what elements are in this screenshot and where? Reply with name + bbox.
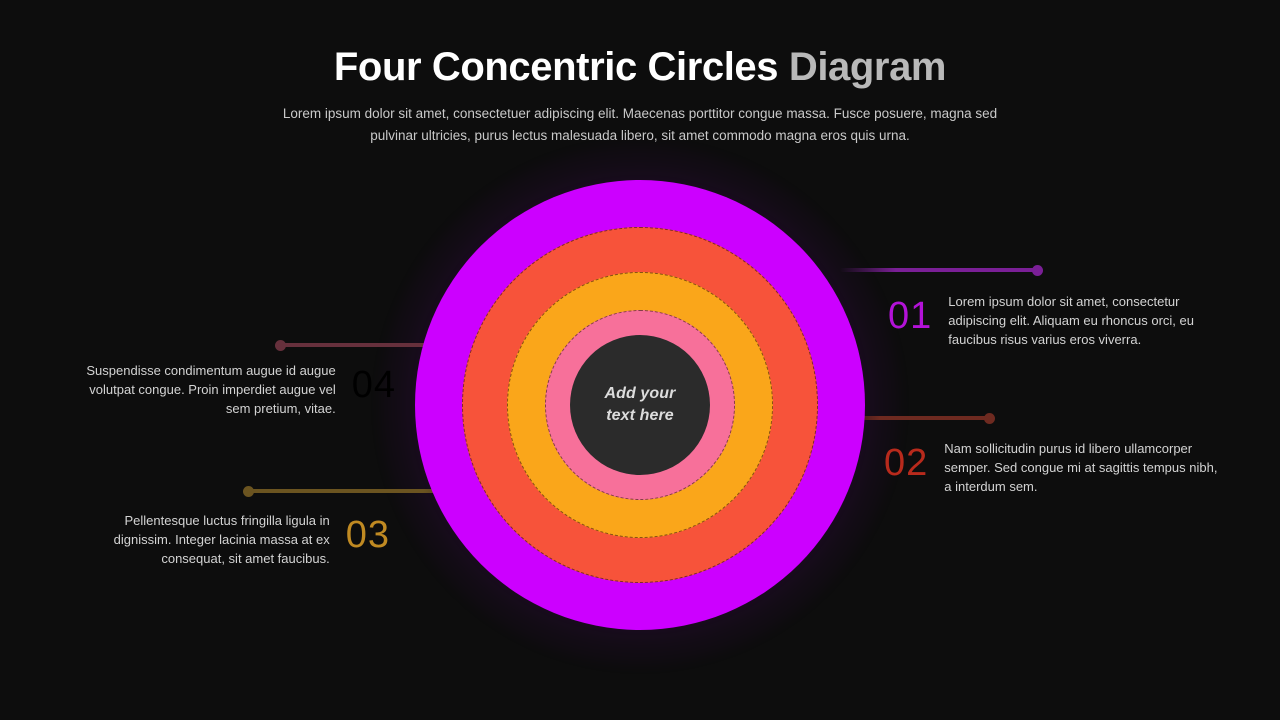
connector-line-03 [243,485,492,497]
callout-text-02: Nam sollicitudin purus id libero ullamco… [944,441,1218,494]
page-title: Four Concentric Circles Diagram [0,44,1280,91]
connector-line-02 [836,412,995,424]
page-subtitle: Lorem ipsum dolor sit amet, consectetuer… [282,106,998,143]
title-accent: Diagram [788,45,947,89]
center-placeholder-text: Add your text here [604,383,675,426]
callout-number-03: 03 [345,514,390,556]
callout-text-03: Pellentesque luctus fringilla ligula in … [113,513,330,566]
center-text-line-1: Add your [604,385,676,403]
callout-number-02: 02 [884,442,929,484]
callout-text-04: Suspendisse condimentum augue id augue v… [86,363,336,416]
callout-number-04: 04 [351,364,396,406]
connector-line-04 [275,339,494,351]
callout-03[interactable]: Pellentesque luctus fringilla ligula in … [100,512,390,569]
callout-04[interactable]: Suspendisse condimentum augue id augue v… [86,362,396,419]
callout-text-01: Lorem ipsum dolor sit amet, consectetur … [948,294,1194,347]
connector-dot-02 [984,412,995,424]
center-disc[interactable]: Add your text here [570,335,710,475]
title-main: Four Concentric Circles [333,45,789,89]
callout-01[interactable]: 01 Lorem ipsum dolor sit amet, consectet… [888,293,1218,350]
header: Four Concentric Circles Diagram Lorem ip… [0,44,1280,146]
connector-line-01 [840,264,1043,276]
connector-dot-04 [275,339,286,351]
callout-number-01: 01 [888,295,933,337]
connector-dot-01 [1032,264,1043,276]
center-text-line-2: text here [606,407,674,424]
connector-dot-03 [243,485,254,497]
callout-02[interactable]: 02 Nam sollicitudin purus id libero ulla… [884,440,1222,497]
